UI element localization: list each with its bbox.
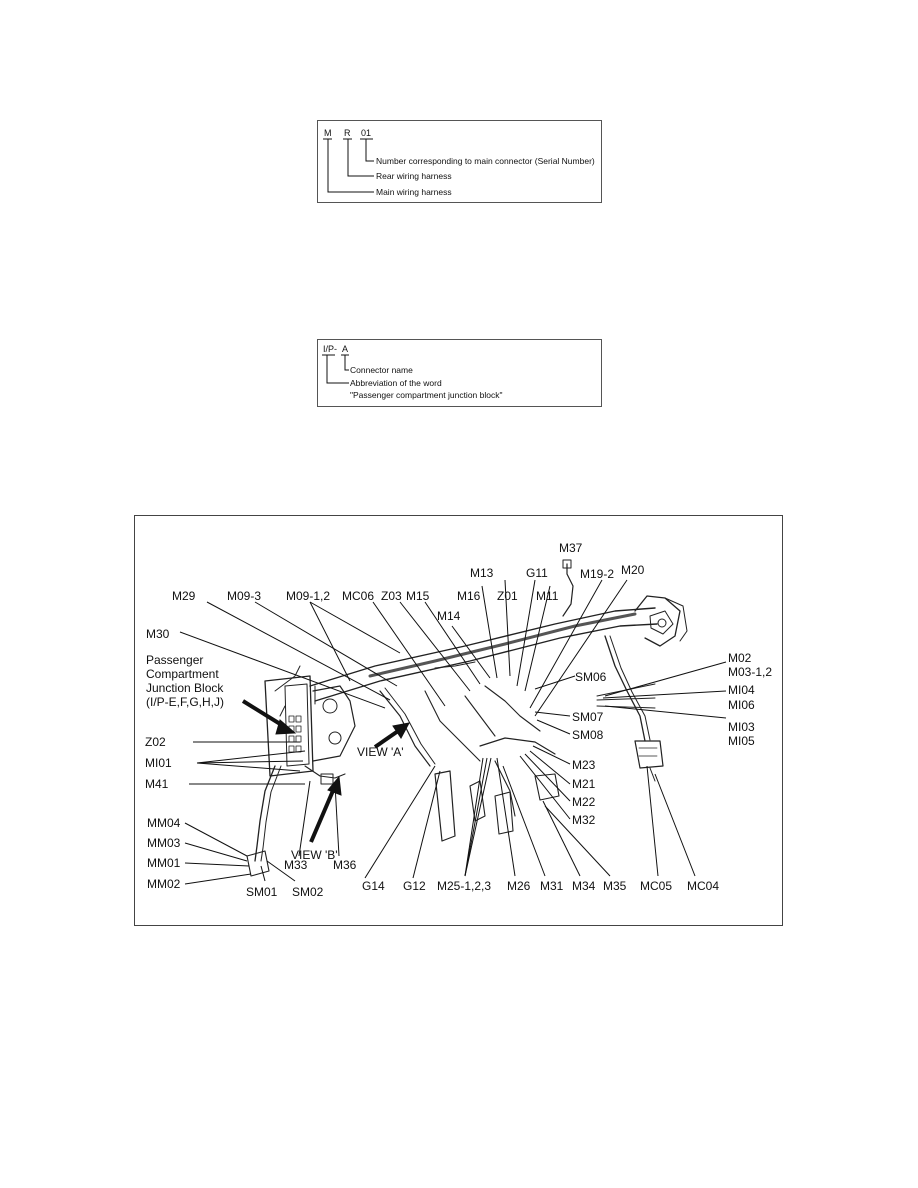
label-m30: M30 bbox=[146, 627, 170, 641]
label-m36: M36 bbox=[333, 858, 357, 872]
code-part-ip: I/P- bbox=[323, 344, 337, 354]
label-m22: M22 bbox=[572, 795, 596, 809]
label-mm04: MM04 bbox=[147, 816, 181, 830]
leader-lines bbox=[179, 579, 727, 885]
label-m41: M41 bbox=[145, 777, 169, 791]
wiring-diagram-svg: M37 M13 G11 M19-2 M20 M29 M09-3 M09-1,2 … bbox=[145, 541, 772, 899]
label-m20: M20 bbox=[621, 563, 645, 577]
label-pcjb-line2: Compartment bbox=[146, 667, 219, 681]
label-g14: G14 bbox=[362, 879, 385, 893]
label-g11: G11 bbox=[526, 566, 548, 580]
label-m29: M29 bbox=[172, 589, 196, 603]
label-m23: M23 bbox=[572, 758, 596, 772]
label-mi01: MI01 bbox=[145, 756, 172, 770]
legend-line-rear-harness: Rear wiring harness bbox=[376, 171, 452, 181]
label-sm07: SM07 bbox=[572, 710, 604, 724]
legend-line-pcjb-quote: "Passenger compartment junction block" bbox=[350, 390, 503, 400]
label-m33: M33 bbox=[284, 858, 308, 872]
label-z02: Z02 bbox=[145, 735, 166, 749]
label-sm06: SM06 bbox=[575, 670, 607, 684]
label-mc05: MC05 bbox=[640, 879, 672, 893]
label-sm08: SM08 bbox=[572, 728, 604, 742]
legend-line-main-harness: Main wiring harness bbox=[376, 187, 452, 197]
wiring-diagram-frame: M37 M13 G11 M19-2 M20 M29 M09-3 M09-1,2 … bbox=[134, 515, 783, 926]
label-pcjb-line4: (I/P-E,F,G,H,J) bbox=[146, 695, 224, 709]
label-sm02: SM02 bbox=[292, 885, 324, 899]
legend-main-connector-leaders bbox=[323, 138, 374, 193]
label-m26: M26 bbox=[507, 879, 531, 893]
label-m19-2: M19-2 bbox=[580, 567, 614, 581]
label-z01: Z01 bbox=[497, 589, 518, 603]
legend-line-connector-name: Connector name bbox=[350, 365, 413, 375]
label-m31: M31 bbox=[540, 879, 564, 893]
label-m13: M13 bbox=[470, 566, 494, 580]
label-m15: M15 bbox=[406, 589, 430, 603]
label-g12: G12 bbox=[403, 879, 426, 893]
label-m25: M25-1,2,3 bbox=[437, 879, 491, 893]
label-m37: M37 bbox=[559, 541, 583, 555]
label-m16: M16 bbox=[457, 589, 481, 603]
label-mi06: MI06 bbox=[728, 698, 755, 712]
label-mc06: MC06 bbox=[342, 589, 374, 603]
legend-box-junction-block: I/P- A Connector name Abbreviation of th… bbox=[317, 339, 602, 407]
label-m09-1-2: M09-1,2 bbox=[286, 589, 330, 603]
code-part-m: M bbox=[324, 128, 332, 138]
legend-line-serial-number: Number corresponding to main connector (… bbox=[376, 156, 595, 166]
label-view-a: VIEW 'A' bbox=[357, 745, 404, 759]
code-part-01: 01 bbox=[361, 128, 371, 138]
label-mi04: MI04 bbox=[728, 683, 755, 697]
label-m02: M02 bbox=[728, 651, 752, 665]
label-mm02: MM02 bbox=[147, 877, 181, 891]
label-m35: M35 bbox=[603, 879, 627, 893]
label-pcjb-line1: Passenger bbox=[146, 653, 203, 667]
label-m11: M11 bbox=[536, 589, 559, 603]
label-mc04: MC04 bbox=[687, 879, 719, 893]
label-m32: M32 bbox=[572, 813, 596, 827]
label-sm01: SM01 bbox=[246, 885, 278, 899]
label-mi03: MI03 bbox=[728, 720, 755, 734]
label-m09-3: M09-3 bbox=[227, 589, 261, 603]
legend-box-main-connector: M R 01 Number corresponding to main conn… bbox=[317, 120, 602, 203]
label-view-b: VIEW 'B' bbox=[291, 848, 338, 862]
harness-drawing bbox=[246, 559, 688, 877]
code-part-r: R bbox=[344, 128, 351, 138]
diagram-labels: M37 M13 G11 M19-2 M20 M29 M09-3 M09-1,2 … bbox=[145, 541, 772, 899]
label-mm03: MM03 bbox=[147, 836, 181, 850]
legend-junction-block-leaders bbox=[322, 354, 349, 384]
legend-junction-block-svg: I/P- A Connector name Abbreviation of th… bbox=[322, 344, 503, 400]
code-part-a: A bbox=[342, 344, 348, 354]
label-mm01: MM01 bbox=[147, 856, 181, 870]
legend-line-abbreviation: Abbreviation of the word bbox=[350, 378, 442, 388]
view-arrows bbox=[241, 699, 410, 843]
legend-main-connector-svg: M R 01 Number corresponding to main conn… bbox=[323, 128, 595, 197]
label-m03-1-2: M03-1,2 bbox=[728, 665, 772, 679]
label-pcjb-line3: Junction Block bbox=[146, 681, 224, 695]
label-m21: M21 bbox=[572, 777, 596, 791]
label-m34: M34 bbox=[572, 879, 596, 893]
label-m14: M14 bbox=[437, 609, 461, 623]
label-z03: Z03 bbox=[381, 589, 402, 603]
label-mi05: MI05 bbox=[728, 734, 755, 748]
